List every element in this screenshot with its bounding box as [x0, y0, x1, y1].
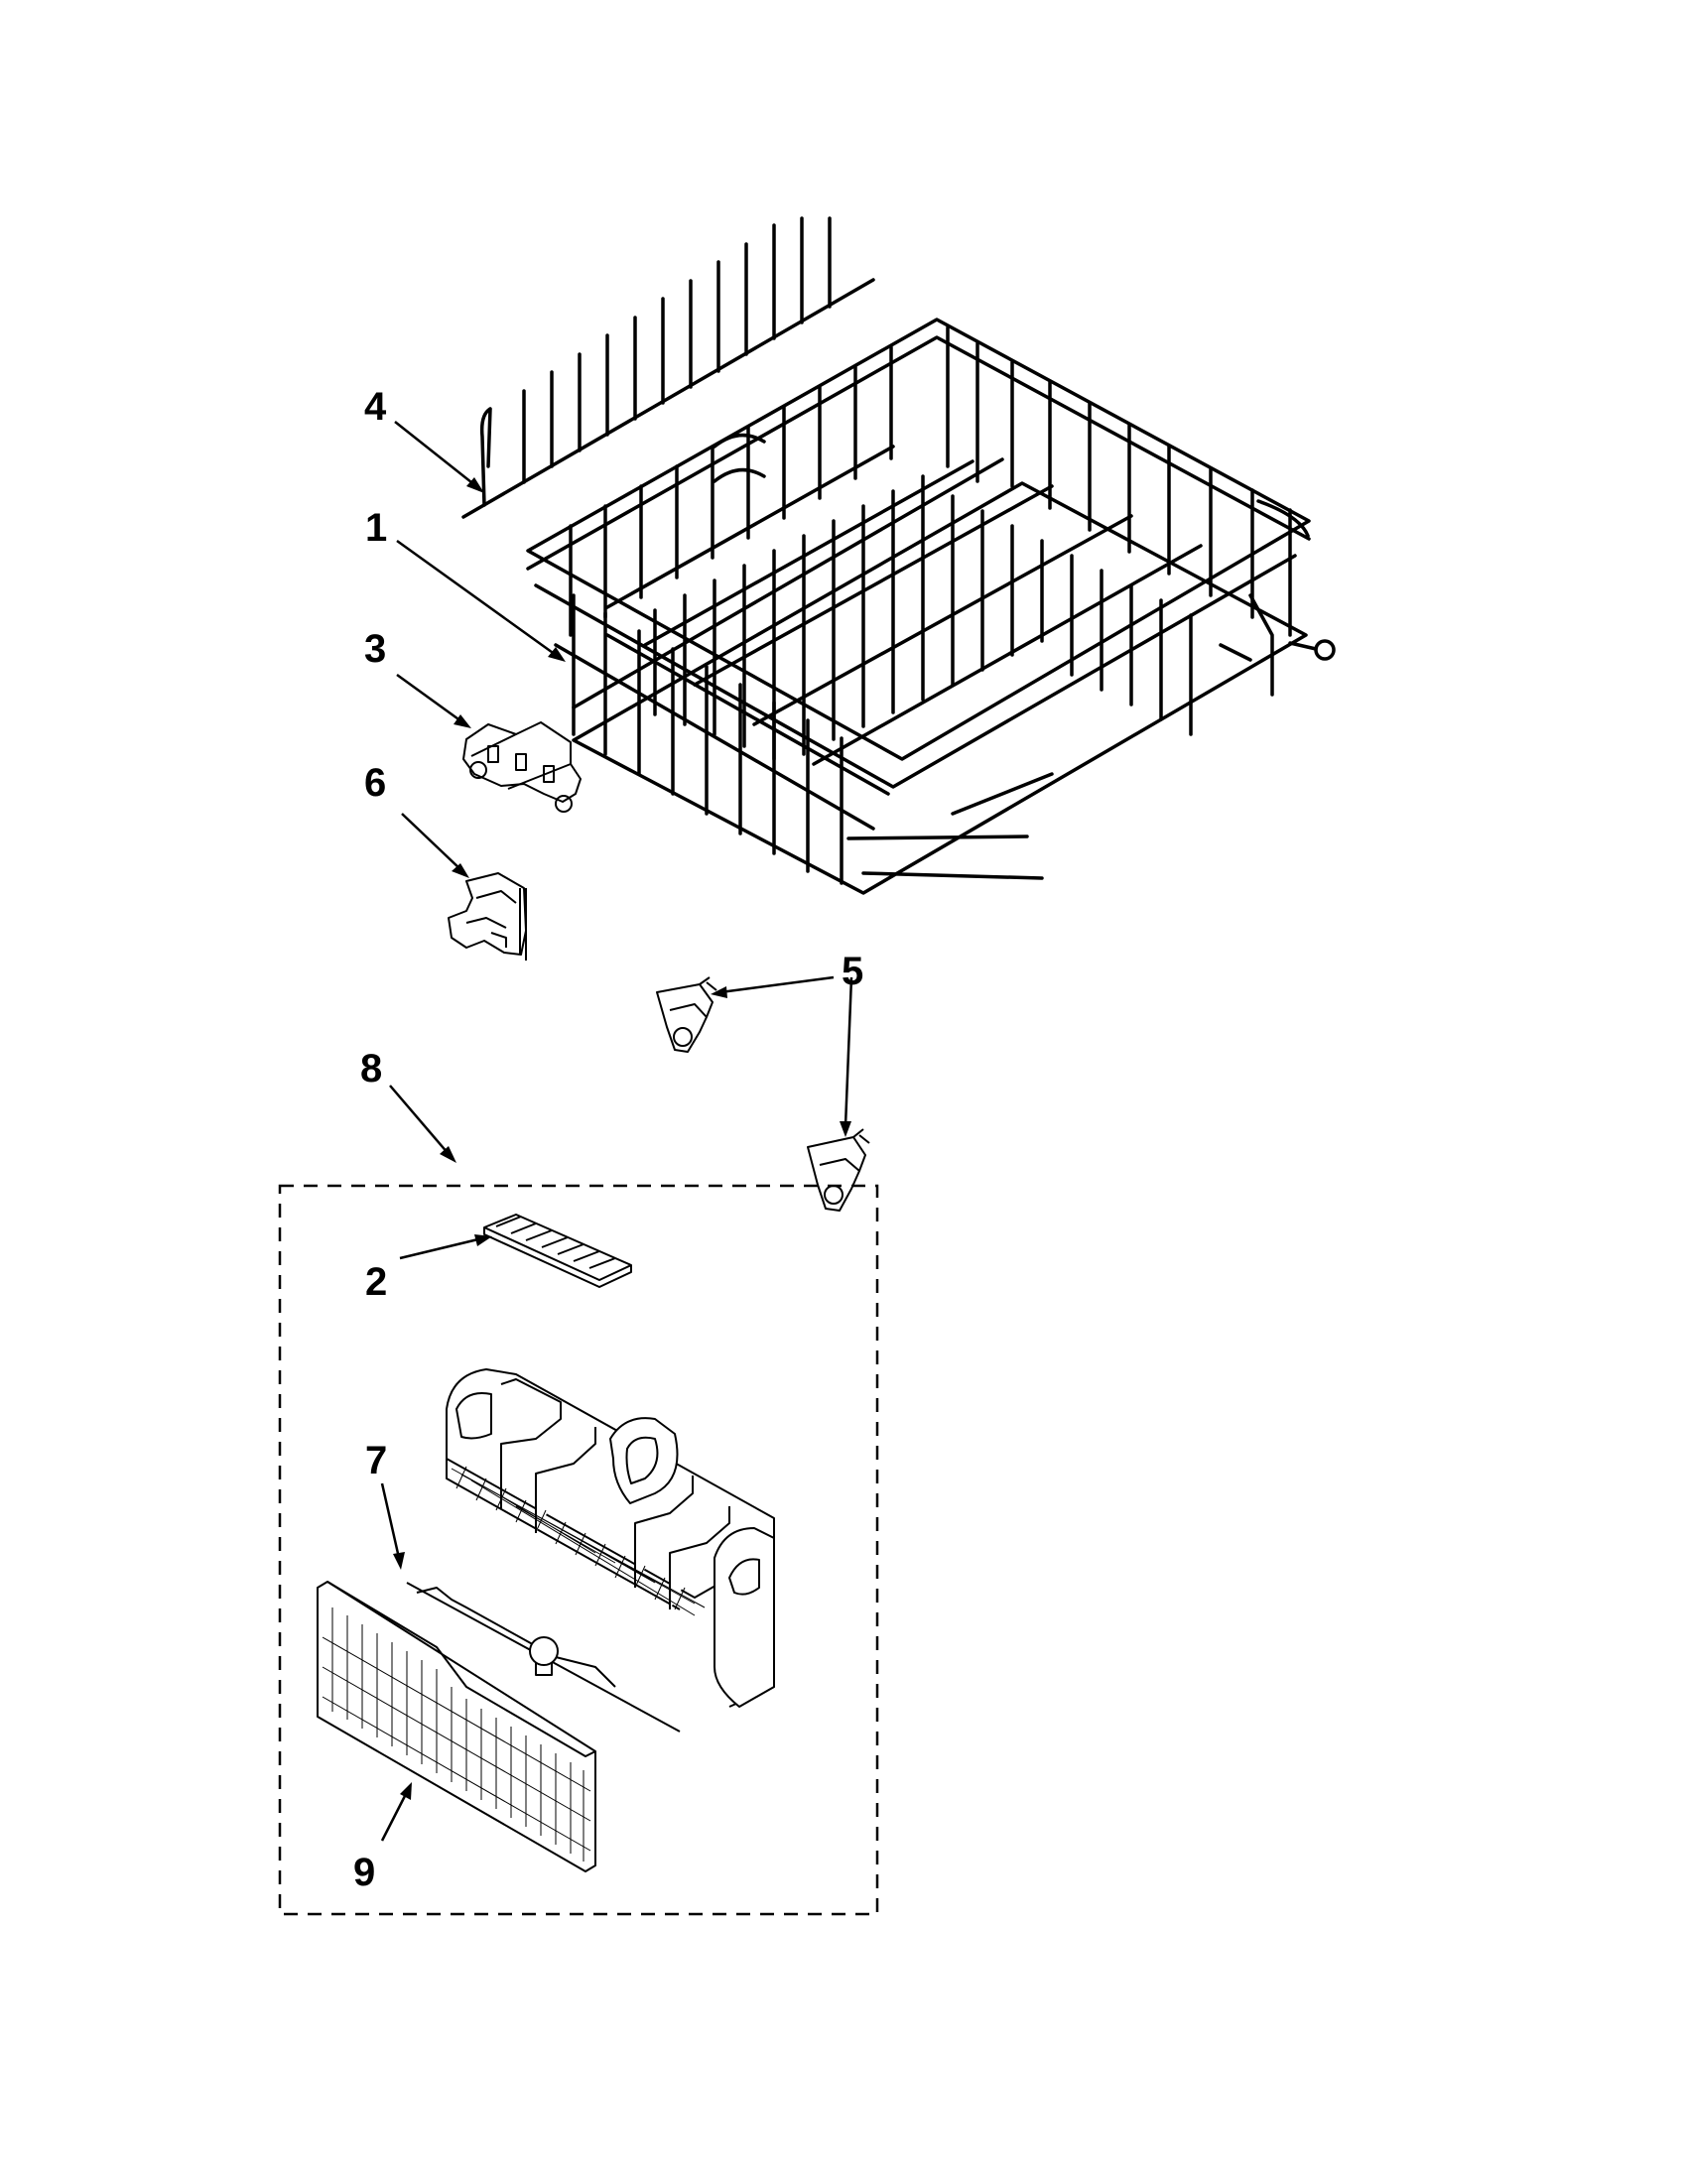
- rack-wheel-icon: [656, 976, 870, 1212]
- basket-cover-icon: [317, 1581, 596, 1872]
- callout-1: 1: [365, 506, 387, 550]
- callout-2: 2: [365, 1260, 387, 1304]
- callout-labels: 4 1 3 6 5 8 2 7 9: [353, 385, 863, 1894]
- dish-rack-icon: [526, 318, 1336, 895]
- callout-6: 6: [364, 761, 386, 805]
- basket-assembly-box-icon: [278, 1184, 879, 1916]
- callout-9: 9: [353, 1851, 375, 1894]
- silverware-basket-icon: [406, 1368, 775, 1733]
- callout-4: 4: [364, 385, 387, 429]
- roller-assembly-icon: [462, 721, 582, 813]
- callout-8: 8: [360, 1047, 382, 1091]
- tine-row-icon: [461, 216, 875, 519]
- basket-lid-icon: [483, 1214, 632, 1288]
- callout-7: 7: [365, 1439, 387, 1482]
- callout-3: 3: [364, 627, 386, 671]
- clip-bracket-icon: [448, 872, 527, 961]
- leader-lines: [380, 421, 853, 1842]
- callout-5: 5: [842, 950, 863, 993]
